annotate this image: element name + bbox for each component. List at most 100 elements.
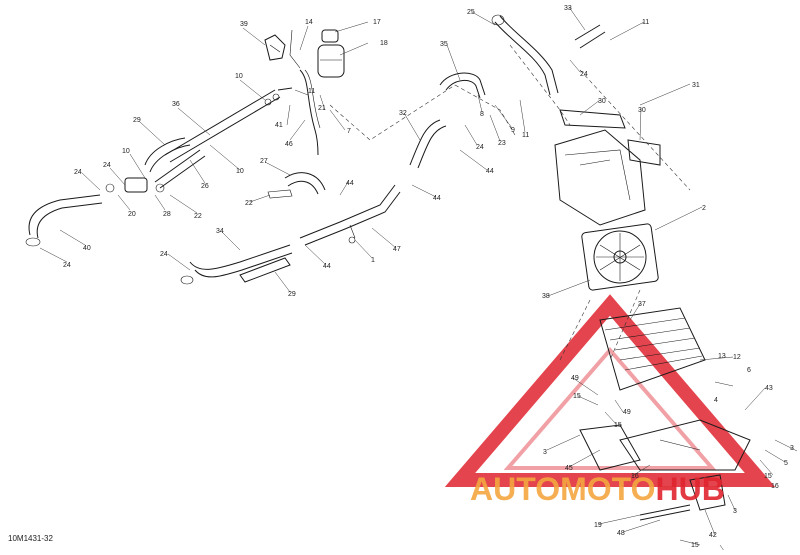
callout-15: 15 bbox=[691, 542, 699, 549]
coolant-reservoir bbox=[317, 29, 345, 78]
callout-44: 44 bbox=[433, 195, 441, 202]
callout-labels: 39 14 17 18 10 11 21 7 41 46 36 29 10 26… bbox=[63, 5, 794, 549]
svg-text:AUTOMOTOHUB: AUTOMOTOHUB bbox=[470, 471, 725, 507]
callout-24: 24 bbox=[74, 169, 82, 176]
callout-3: 3 bbox=[733, 508, 737, 515]
hose-29-lower bbox=[239, 257, 291, 283]
callout-10: 10 bbox=[122, 148, 130, 155]
callout-3: 3 bbox=[543, 449, 547, 456]
hose-26 bbox=[154, 149, 206, 189]
callout-41: 41 bbox=[275, 122, 283, 129]
callout-23: 23 bbox=[498, 140, 506, 147]
radiator-fan bbox=[581, 223, 659, 291]
callout-24: 24 bbox=[160, 251, 168, 258]
callout-2: 2 bbox=[702, 205, 706, 212]
callout-28: 28 bbox=[163, 211, 171, 218]
hose-35 bbox=[439, 72, 486, 99]
watermark-word-3: HUB bbox=[655, 471, 724, 507]
pipe-36 bbox=[164, 89, 281, 163]
hose-40 bbox=[25, 194, 103, 247]
radiator bbox=[599, 307, 706, 391]
support-bracket-45 bbox=[579, 424, 641, 471]
hose-46-inner bbox=[304, 69, 321, 129]
callout-47: 47 bbox=[393, 246, 401, 253]
callout-26: 26 bbox=[201, 183, 209, 190]
callout-39: 39 bbox=[240, 21, 248, 28]
callout-32: 32 bbox=[399, 110, 407, 117]
callout-22: 22 bbox=[245, 200, 253, 207]
rod-19 bbox=[639, 504, 691, 521]
callout-29: 29 bbox=[288, 291, 296, 298]
callout-29: 29 bbox=[133, 117, 141, 124]
callout-17: 17 bbox=[373, 19, 381, 26]
callout-24: 24 bbox=[103, 162, 111, 169]
callout-10: 10 bbox=[235, 73, 243, 80]
callout-30: 30 bbox=[638, 107, 646, 114]
callout-14: 14 bbox=[305, 19, 313, 26]
callout-16: 16 bbox=[631, 473, 639, 480]
callout-25: 25 bbox=[467, 9, 475, 16]
callout-48: 48 bbox=[617, 530, 625, 537]
callout-11: 11 bbox=[642, 19, 649, 26]
callout-24: 24 bbox=[580, 71, 588, 78]
callout-44: 44 bbox=[323, 263, 331, 270]
hose-33 bbox=[574, 24, 606, 49]
callout-33: 33 bbox=[564, 5, 572, 12]
callout-3: 3 bbox=[790, 445, 794, 452]
watermark-word-2: MOTO bbox=[560, 471, 655, 507]
callout-1: 1 bbox=[371, 257, 375, 264]
bracket-22 bbox=[267, 189, 293, 199]
hose-29-upper bbox=[144, 137, 191, 173]
thermostat-housing bbox=[264, 34, 286, 61]
callout-9: 9 bbox=[511, 127, 515, 134]
lower-bracket-43 bbox=[619, 419, 751, 471]
callout-38: 38 bbox=[542, 293, 550, 300]
hose-41 bbox=[264, 87, 293, 106]
callout-35: 35 bbox=[440, 41, 448, 48]
callout-43: 43 bbox=[765, 385, 773, 392]
bracket-42 bbox=[689, 474, 726, 511]
watermark-word-1: AUTO bbox=[470, 471, 560, 507]
callout-22: 22 bbox=[194, 213, 202, 220]
callout-36: 36 bbox=[172, 101, 180, 108]
callout-16: 16 bbox=[771, 483, 779, 490]
callout-27: 27 bbox=[260, 158, 268, 165]
hose-27 bbox=[284, 172, 326, 195]
callout-10: 10 bbox=[236, 168, 244, 175]
callout-6: 6 bbox=[747, 367, 751, 374]
callout-19: 19 bbox=[594, 522, 602, 529]
callout-8: 8 bbox=[480, 111, 484, 118]
hose-46 bbox=[299, 69, 319, 156]
callout-15: 15 bbox=[573, 393, 581, 400]
callout-31: 31 bbox=[692, 82, 700, 89]
callout-21: 21 bbox=[318, 105, 326, 112]
air-box-housing bbox=[554, 109, 661, 226]
callout-44: 44 bbox=[486, 168, 494, 175]
callout-12: 12 bbox=[733, 354, 741, 361]
callout-4: 4 bbox=[714, 397, 718, 404]
callout-44: 44 bbox=[346, 180, 354, 187]
callout-49: 49 bbox=[623, 409, 631, 416]
callout-13: 13 bbox=[718, 353, 726, 360]
hose-34 bbox=[180, 244, 293, 285]
callout-49: 49 bbox=[571, 375, 579, 382]
callout-20: 20 bbox=[128, 211, 136, 218]
callout-46: 46 bbox=[285, 141, 293, 148]
callout-37: 37 bbox=[638, 301, 646, 308]
dashed-leader-lines bbox=[329, 44, 691, 361]
callout-15: 15 bbox=[764, 473, 772, 480]
hose-32 bbox=[409, 119, 447, 169]
callout-7: 7 bbox=[347, 128, 351, 135]
callout-11: 11 bbox=[308, 88, 315, 95]
callout-11: 11 bbox=[522, 132, 529, 139]
watermark-triangle bbox=[444, 294, 776, 487]
fitting-28 bbox=[105, 177, 165, 193]
pipe-47 bbox=[299, 184, 401, 246]
callout-30: 30 bbox=[598, 98, 606, 105]
callout-42: 42 bbox=[709, 532, 717, 539]
watermark-logo: AUTOMOTOHUB bbox=[470, 471, 725, 507]
hose-14 bbox=[289, 29, 301, 69]
drawing-reference-code: 10M1431-32 bbox=[8, 534, 53, 543]
